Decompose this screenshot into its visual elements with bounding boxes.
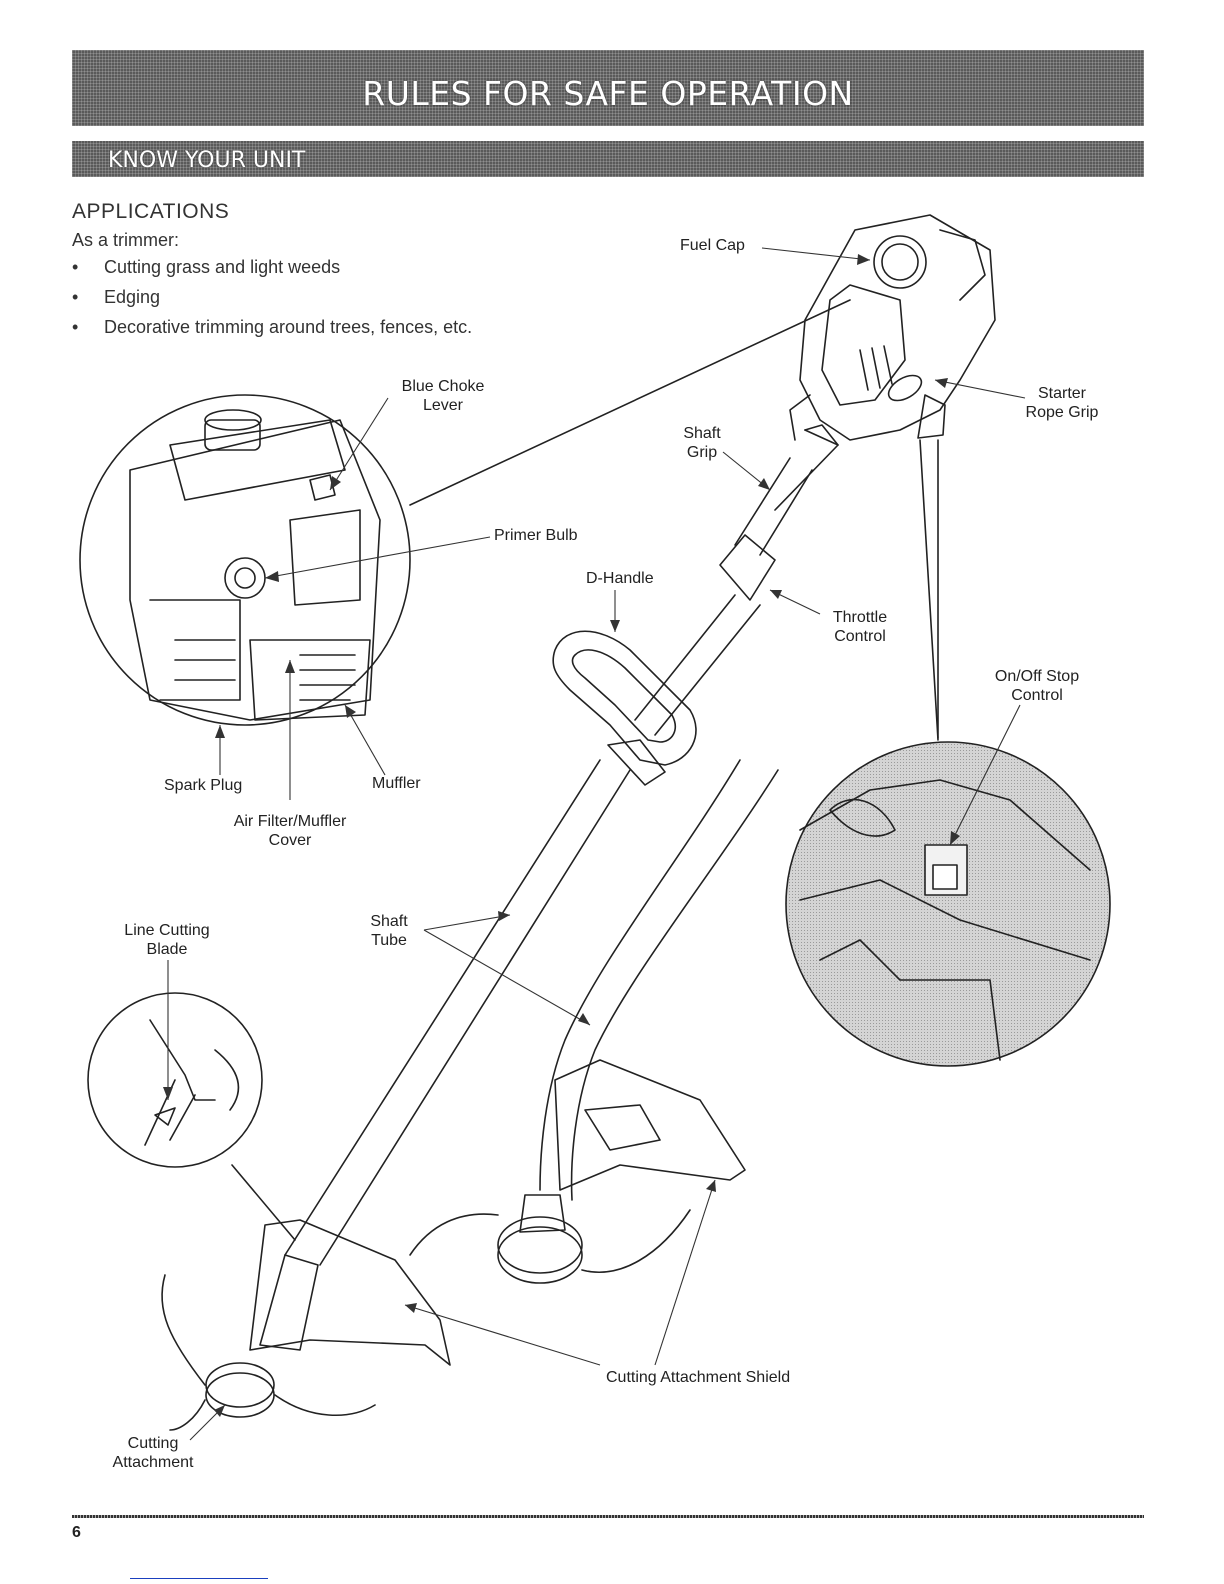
list-item: •Decorative trimming around trees, fence… [72, 317, 473, 337]
connector-engine [409, 299, 851, 506]
bottom-link-underline [130, 1578, 268, 1579]
d-handle [552, 630, 697, 786]
list-item: •Edging [72, 287, 161, 307]
blade-detail-circle [87, 992, 263, 1168]
straight-cutting-head [161, 1219, 451, 1431]
lower-shaft [284, 759, 631, 1266]
label-d-handle: D-Handle [586, 570, 654, 587]
applications-intro: As a trimmer: [72, 230, 180, 250]
label-primer-bulb: Primer Bulb [494, 527, 578, 544]
engine-housing [789, 214, 996, 441]
connector-blade [231, 1164, 296, 1241]
page-number: 6 [72, 1524, 81, 1541]
upper-shaft [634, 424, 839, 736]
list-item: •Cutting grass and light weeds [72, 257, 341, 277]
label-fuel-cap: Fuel Cap [680, 237, 745, 254]
connector-onoff-1 [919, 439, 939, 741]
title-banner: RULES FOR SAFE OPERATION [72, 50, 1144, 126]
section-banner: KNOW YOUR UNIT [72, 141, 1144, 177]
onoff-detail-circle [785, 741, 1111, 1067]
label-muffler: Muffler [372, 775, 421, 792]
engine-detail-circle [79, 394, 411, 726]
curved-shaft-model [409, 759, 779, 1284]
applications-heading: APPLICATIONS [72, 200, 230, 223]
footer-rule [72, 1515, 1144, 1518]
label-cutting-attachment-shield: Cutting Attachment Shield [606, 1369, 791, 1386]
applications-list: •Cutting grass and light weeds •Edging •… [72, 256, 472, 346]
label-spark-plug: Spark Plug [164, 777, 243, 794]
section-title: KNOW YOUR UNIT [108, 148, 306, 173]
page-title: RULES FOR SAFE OPERATION [362, 74, 854, 113]
